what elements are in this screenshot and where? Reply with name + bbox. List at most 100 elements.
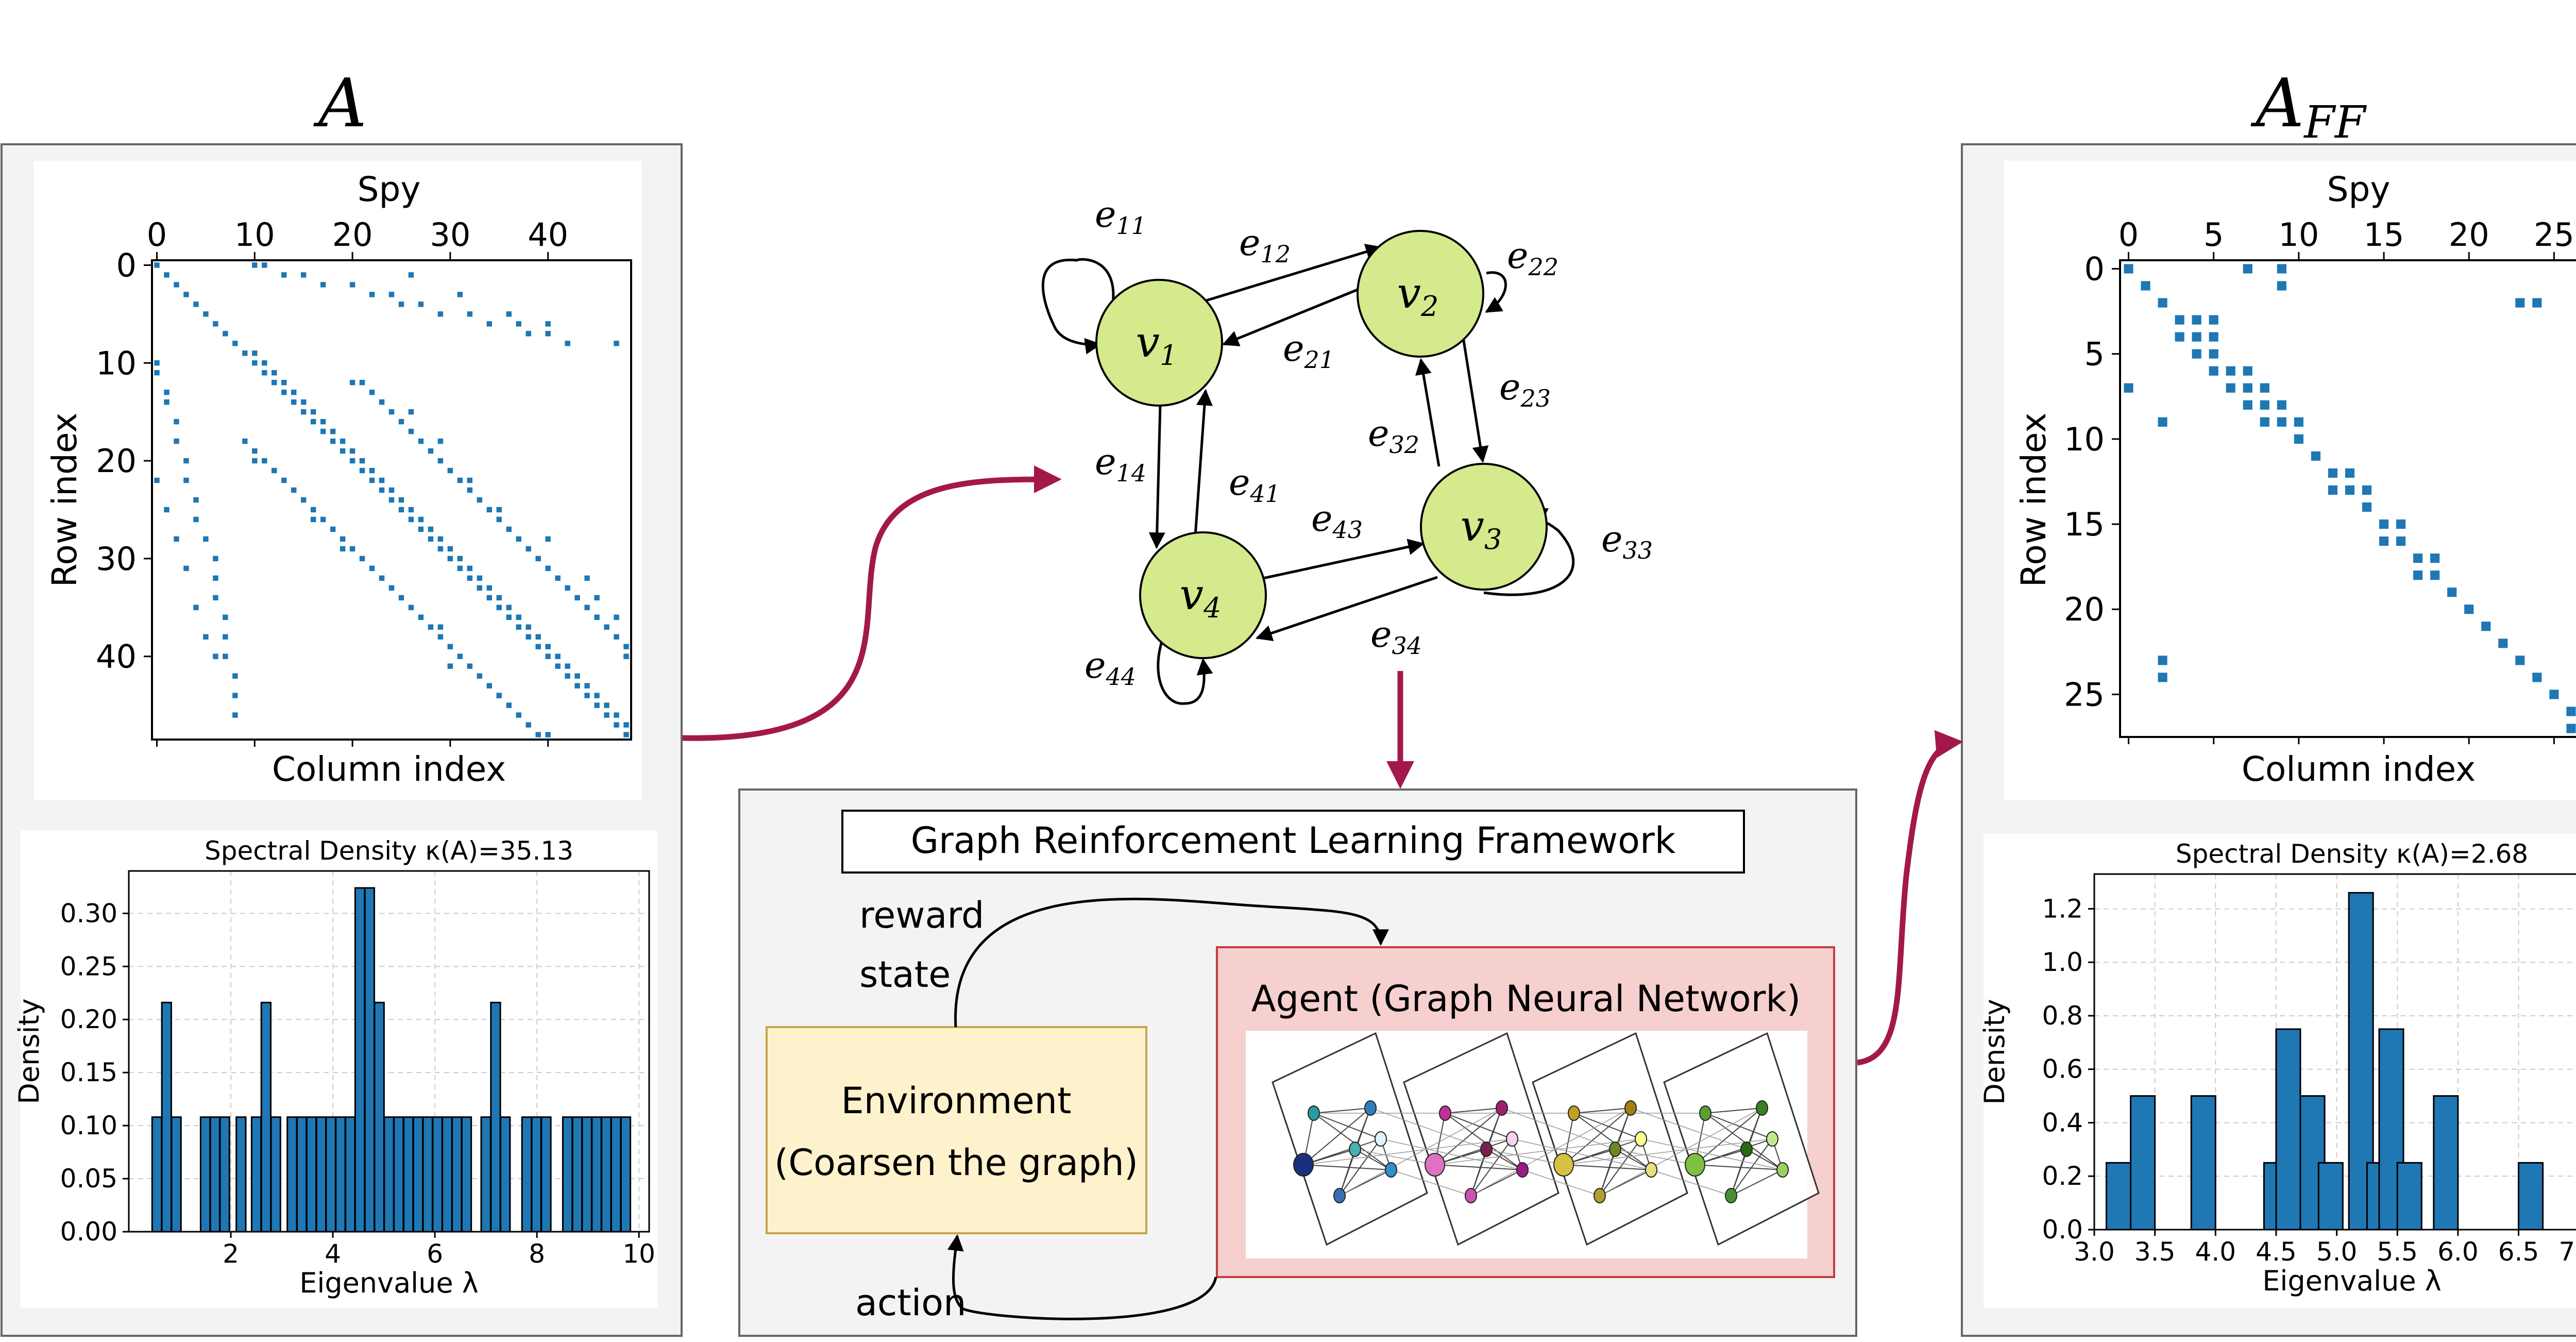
spy-nonzero (457, 565, 463, 572)
spy-nonzero (545, 565, 551, 572)
gnn-edge (1573, 1108, 1631, 1114)
hist-bar (571, 1116, 583, 1233)
spy-nonzero (2175, 315, 2184, 325)
spy-nonzero (320, 428, 326, 434)
edge-label-e23: e23 (1499, 366, 1551, 412)
spy-nonzero (2158, 673, 2167, 682)
spy-nonzero (154, 370, 160, 376)
spy-nonzero (203, 634, 209, 640)
spy-nonzero (2549, 690, 2559, 699)
spy-nonzero (496, 516, 502, 523)
gnn-edge (1313, 1113, 1381, 1139)
spy-nonzero (154, 262, 160, 268)
gnn-edge (1705, 1113, 1773, 1139)
spy-nonzero (555, 663, 561, 669)
spy-nonzero (2362, 502, 2372, 512)
node-v4 (1139, 531, 1267, 659)
spy-nonzero (506, 605, 512, 610)
spy-nonzero (398, 595, 404, 601)
spy-nonzero (2192, 332, 2201, 342)
spy-nonzero (428, 536, 434, 542)
spy-left-tick-label: 20 (2064, 591, 2105, 628)
gnn-edge (1731, 1138, 1773, 1196)
spy-nonzero (623, 644, 629, 649)
spy-nonzero (369, 477, 375, 483)
spy-nonzero (584, 605, 590, 610)
spy-nonzero (2430, 553, 2440, 563)
gnn-node (1293, 1153, 1314, 1177)
gnn-edge (1445, 1113, 1513, 1139)
gnn-edge (1599, 1138, 1641, 1196)
spy-top-tick-label: 0 (2119, 216, 2139, 254)
spy-nonzero (232, 341, 238, 346)
edge-label-e44: e44 (1084, 644, 1136, 691)
hist-bar (171, 1116, 182, 1233)
spy-top-tick-label: 0 (147, 216, 167, 254)
spy-nonzero (2311, 451, 2320, 461)
gnn-cross-edge (1501, 1108, 1616, 1150)
gnn-node (1349, 1142, 1361, 1157)
rl-framework: Graph Reinforcement Learning Framework E… (738, 789, 1857, 1337)
hist-bar (161, 1001, 172, 1233)
spy-nonzero (359, 380, 365, 385)
gnn-node (1425, 1153, 1445, 1177)
gnn-edge (1445, 1113, 1523, 1170)
gnn-cross-edge (1434, 1138, 1641, 1165)
spy-top-tick-label: 10 (2278, 216, 2319, 254)
hist-x-tick-label: 4.5 (2256, 1237, 2297, 1267)
gnn-node (1375, 1131, 1387, 1147)
gnn-node (1553, 1153, 1574, 1177)
spy-nonzero (291, 487, 297, 493)
spy-left-tick-label: 0 (2084, 250, 2105, 288)
edge-label-e32: e32 (1368, 412, 1419, 459)
hist-bar (296, 1116, 308, 1233)
hist-bar (2396, 1162, 2422, 1231)
gnn-edge (1731, 1169, 1783, 1196)
action-arrow (947, 1234, 1217, 1320)
gnn-node (1516, 1162, 1529, 1178)
spy-left-tick-label: 40 (96, 638, 137, 676)
hist-xlabel: Eigenvalue λ (2262, 1265, 2441, 1297)
hist-bar (2190, 1095, 2216, 1231)
environment-line2: (Coarsen the graph) (774, 1142, 1138, 1184)
spy-nonzero (359, 556, 365, 562)
spy-nonzero (340, 438, 346, 444)
spy-nonzero (437, 624, 444, 630)
gnn-cross-edge (1470, 1108, 1631, 1196)
gnn-cross-edge (1512, 1138, 1652, 1170)
gnn-layer-plane (1272, 1032, 1428, 1246)
hist-bar (383, 1116, 395, 1233)
hist-y-tick-label: 0.30 (60, 898, 117, 928)
spy-nonzero (437, 536, 444, 542)
spy-nonzero (154, 360, 160, 366)
spy-top-tick-label: 5 (2204, 216, 2224, 254)
spy-nonzero (408, 516, 414, 523)
gnn-layers-illustration (1272, 1032, 1820, 1246)
gnn-edge (1563, 1164, 1652, 1170)
spy-nonzero (379, 477, 385, 483)
gnn-cross-edge (1563, 1138, 1773, 1165)
hist-bar (581, 1116, 592, 1233)
spy-left-tick-label: 15 (2064, 506, 2105, 543)
right-spy-ylabel: Row index (2014, 413, 2054, 588)
edge-e14 (1148, 404, 1165, 549)
left-spy-dots (154, 262, 629, 737)
spy-nonzero (2192, 315, 2201, 325)
gnn-node (1635, 1131, 1647, 1147)
gnn-node (1333, 1188, 1346, 1203)
gnn-node (1685, 1153, 1705, 1177)
spy-nonzero (359, 467, 365, 474)
gnn-edge (1731, 1149, 1747, 1196)
spy-nonzero (2481, 622, 2491, 631)
spy-nonzero (330, 438, 336, 444)
spy-nonzero (555, 575, 561, 581)
gnn-edge (1470, 1149, 1487, 1196)
spy-nonzero (388, 497, 395, 503)
spy-nonzero (379, 399, 385, 405)
spy-nonzero (2192, 349, 2201, 359)
spy-nonzero (408, 428, 414, 434)
gnn-node (1465, 1188, 1477, 1203)
gnn-edge (1694, 1138, 1773, 1165)
